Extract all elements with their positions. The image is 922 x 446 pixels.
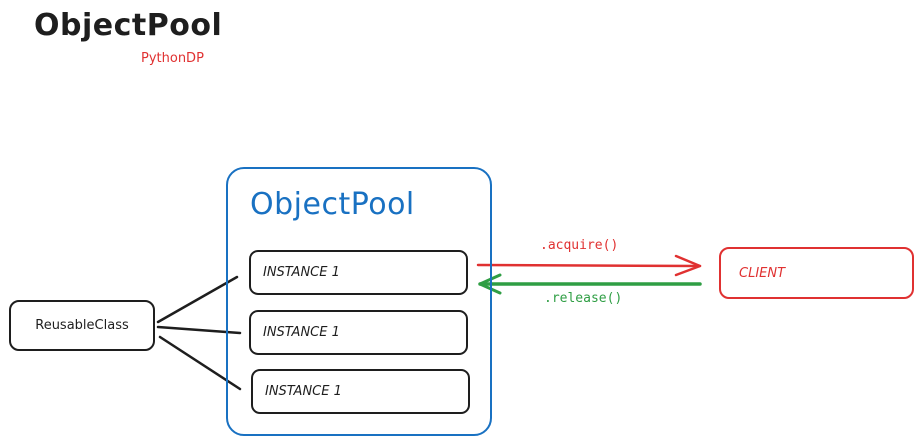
object-pool-title: ObjectPool [250,187,415,222]
object-pool-container [226,167,492,436]
pool-instance-3[interactable]: INSTANCE 1 [251,369,470,414]
acquire-label: .acquire() [540,238,619,253]
connector-line-1 [156,275,239,324]
diagram-subtitle: PythonDP [141,51,204,66]
acquire-arrow [476,254,702,277]
pool-instance-label: INSTANCE 1 [263,325,340,340]
diagram-title: ObjectPool [34,8,223,43]
pool-instance-1[interactable]: INSTANCE 1 [249,250,468,295]
pool-instance-label: INSTANCE 1 [265,384,342,399]
pool-instance-2[interactable]: INSTANCE 1 [249,310,468,355]
reusable-class-box[interactable]: ReusableClass [9,300,155,351]
release-arrow [478,273,702,295]
pool-instance-label: INSTANCE 1 [263,265,340,280]
client-label: CLIENT [739,265,786,281]
release-label: .release() [544,291,623,306]
reusable-class-label: ReusableClass [35,318,129,333]
client-box[interactable]: CLIENT [719,247,914,299]
